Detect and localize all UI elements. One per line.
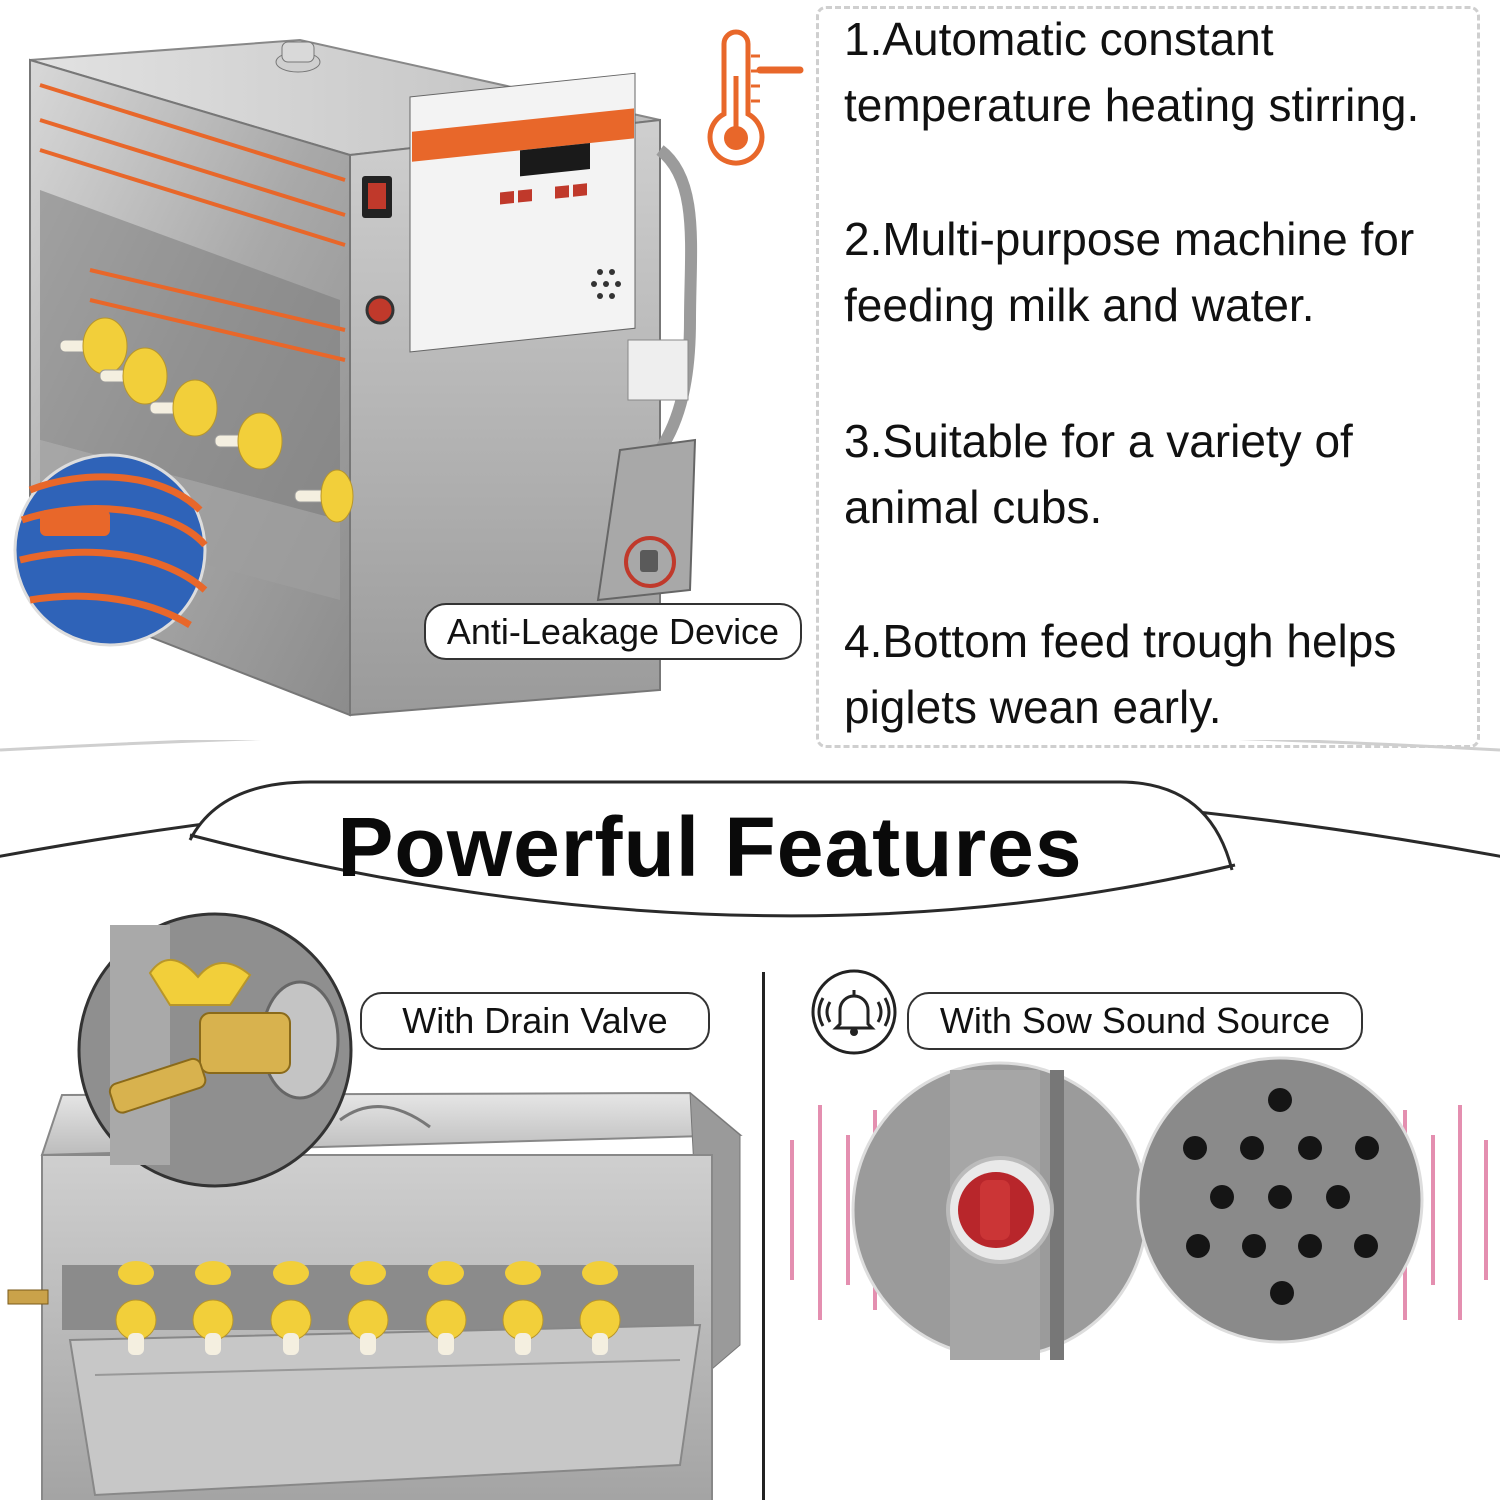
feature-item-2: 2.Multi-purpose machine for feeding milk… [844, 206, 1414, 338]
feature-1-line-2: temperature heating stirring. [844, 79, 1420, 131]
thermometer-icon [707, 29, 804, 166]
drain-valve-zoom [77, 912, 353, 1188]
feed-trough [68, 1323, 702, 1497]
speaker-grille-zoom [1136, 1056, 1424, 1344]
sound-source-label: With Sow Sound Source [907, 992, 1363, 1050]
bottom-nipple-row [115, 1261, 621, 1355]
feature-2-line-1: 2.Multi-purpose machine for [844, 213, 1415, 265]
feature-1-line-1: 1.Automatic constant [844, 13, 1274, 65]
nipple-row [59, 317, 354, 523]
digital-display [520, 142, 590, 177]
heating-lines [39, 83, 346, 362]
feature-item-4: 4.Bottom feed trough helps piglets wean … [844, 608, 1396, 740]
anti-leakage-label: Anti-Leakage Device [424, 603, 802, 660]
feature-item-1: 1.Automatic constant temperature heating… [844, 6, 1419, 138]
feature-list-box [816, 6, 1480, 748]
bell-icon [811, 969, 897, 1055]
sound-source-illustration [790, 1056, 1488, 1360]
machine-illustration [13, 38, 698, 717]
drain-valve-illustration [7, 912, 743, 1500]
feature-item-3: 3.Suitable for a variety of animal cubs. [844, 408, 1353, 540]
section-divider [0, 740, 1500, 918]
switch-zoom [851, 1061, 1149, 1360]
feature-3-line-2: animal cubs. [844, 481, 1103, 533]
feature-4-line-2: piglets wean early. [844, 681, 1222, 733]
vertical-divider [762, 972, 765, 1500]
feature-2-line-2: feeding milk and water. [844, 279, 1315, 331]
headline-title: Powerful Features [337, 799, 1083, 894]
feature-4-line-1: 4.Bottom feed trough helps [844, 615, 1397, 667]
heating-cable-inset [13, 453, 208, 647]
feature-3-line-1: 3.Suitable for a variety of [844, 415, 1353, 467]
drain-valve-label: With Drain Valve [360, 992, 710, 1050]
